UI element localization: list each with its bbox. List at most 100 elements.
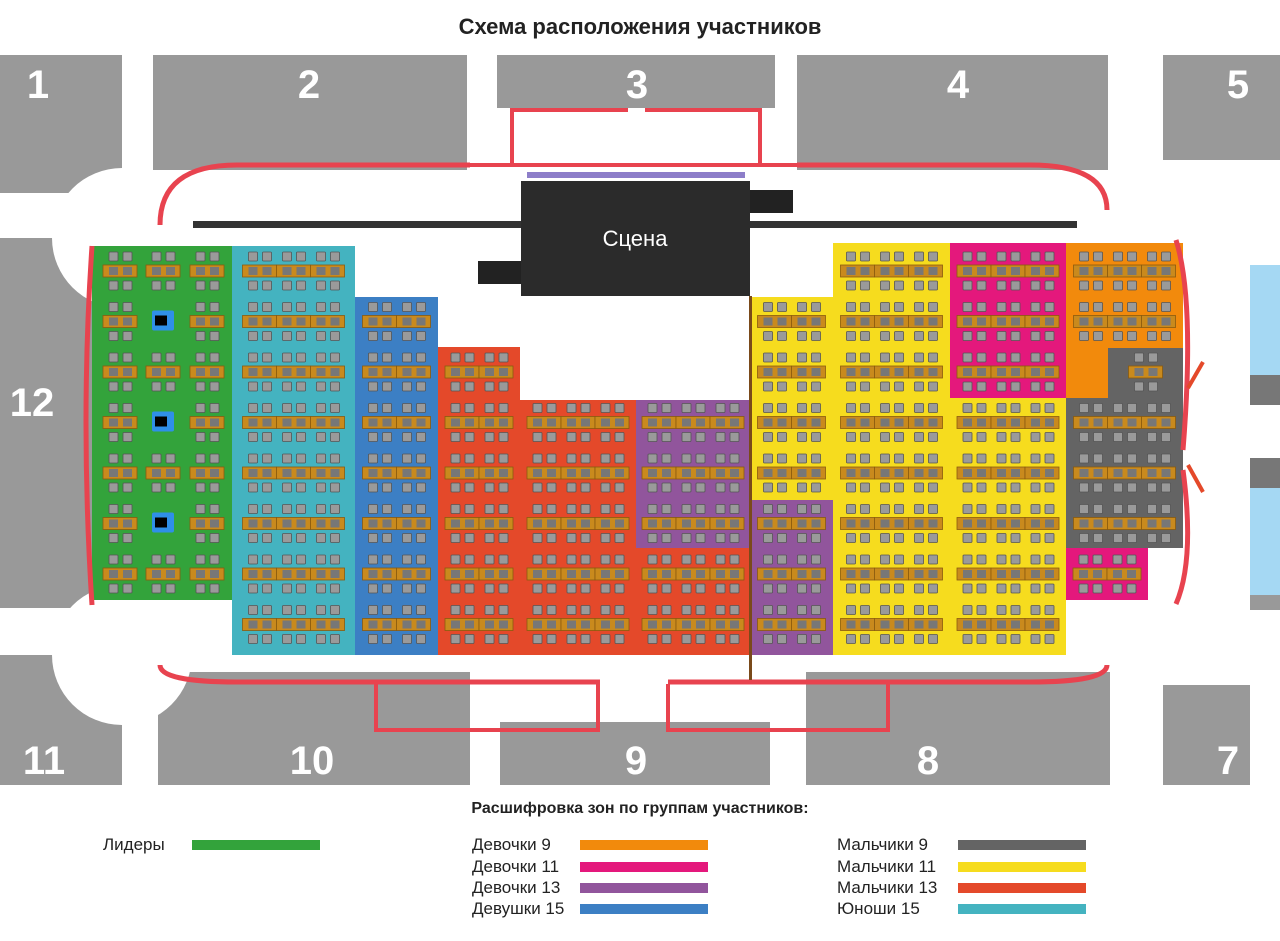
chair	[777, 381, 787, 392]
chair	[600, 554, 611, 565]
chair	[880, 352, 890, 363]
chair	[1030, 533, 1041, 543]
seat-mark	[567, 418, 576, 427]
chair	[402, 634, 412, 644]
seat-mark	[1093, 469, 1103, 477]
chair	[962, 504, 973, 514]
chair	[914, 251, 924, 262]
legend-label: Девочки 11	[472, 857, 560, 876]
chair	[880, 504, 890, 514]
chair	[330, 251, 340, 262]
chair	[695, 554, 706, 565]
chair	[368, 554, 378, 565]
seat-mark	[716, 620, 725, 629]
seat-mark	[567, 469, 576, 477]
chair	[962, 533, 973, 543]
chair	[316, 352, 326, 363]
seat-mark	[465, 570, 474, 578]
chair	[566, 533, 577, 543]
chair	[846, 583, 856, 594]
chair	[928, 583, 938, 594]
sector-block	[153, 55, 467, 170]
chair	[763, 482, 773, 493]
chair	[1093, 482, 1103, 493]
chair	[209, 403, 220, 413]
chair	[498, 605, 509, 615]
seat-mark	[1147, 418, 1157, 427]
seat-mark	[282, 368, 292, 376]
chair	[416, 504, 426, 514]
chair	[262, 453, 272, 464]
seat-mark	[416, 317, 426, 326]
chair	[151, 554, 162, 565]
seat-mark	[846, 418, 856, 427]
seat-mark	[316, 620, 326, 629]
chair	[484, 583, 495, 594]
chair	[846, 302, 856, 312]
chair	[928, 352, 938, 363]
chair	[368, 432, 378, 442]
rink-border	[83, 245, 95, 606]
chair	[914, 280, 924, 291]
seat-mark	[1045, 368, 1054, 376]
zone-Девочки-9	[1066, 348, 1108, 398]
chair	[1147, 403, 1157, 413]
seat-mark	[730, 570, 739, 578]
seat-mark	[763, 368, 773, 376]
chair	[777, 352, 787, 363]
chair	[1030, 453, 1041, 464]
chair	[928, 634, 938, 644]
seat-mark	[316, 469, 326, 477]
chair	[846, 432, 856, 442]
chair	[928, 605, 938, 615]
chair	[1010, 302, 1021, 312]
entrance-frame	[510, 108, 762, 163]
seat-mark	[797, 418, 807, 427]
seat-mark	[662, 620, 671, 629]
chair	[1044, 605, 1055, 615]
chair	[1079, 331, 1089, 341]
chair	[402, 302, 412, 312]
chair	[1127, 504, 1137, 514]
chair	[729, 634, 740, 644]
seat-mark	[248, 620, 258, 629]
legend-swatch	[192, 840, 320, 850]
seat-mark	[811, 368, 821, 376]
chair	[1093, 432, 1103, 442]
chair	[248, 280, 258, 291]
seat-mark	[880, 570, 890, 578]
legend-label: Девочки 9	[472, 835, 551, 854]
chair	[600, 432, 611, 442]
chair	[262, 352, 272, 363]
chair	[296, 302, 306, 312]
chair	[498, 533, 509, 543]
seat-mark	[928, 267, 938, 275]
chair	[811, 554, 821, 565]
chair	[846, 634, 856, 644]
chair	[1079, 504, 1089, 514]
seat-mark	[811, 418, 821, 427]
chair	[996, 605, 1007, 615]
chair	[1044, 453, 1055, 464]
chair	[1010, 432, 1021, 442]
seat-mark	[547, 519, 556, 528]
chair	[811, 432, 821, 442]
seat-mark	[109, 469, 118, 477]
chair	[777, 482, 787, 493]
chair	[282, 352, 292, 363]
seat-mark	[210, 469, 219, 477]
chair	[1010, 352, 1021, 363]
chair	[1010, 280, 1021, 291]
chair	[1161, 453, 1171, 464]
seat-mark	[296, 418, 306, 427]
chair	[282, 432, 292, 442]
chair	[976, 634, 987, 644]
chair	[1030, 432, 1041, 442]
seat-mark	[499, 418, 508, 427]
seat-mark	[1079, 317, 1089, 326]
chair	[763, 533, 773, 543]
seat-mark	[262, 570, 272, 578]
seat-mark	[123, 368, 132, 376]
chair	[1127, 331, 1137, 341]
chair	[1112, 554, 1123, 565]
